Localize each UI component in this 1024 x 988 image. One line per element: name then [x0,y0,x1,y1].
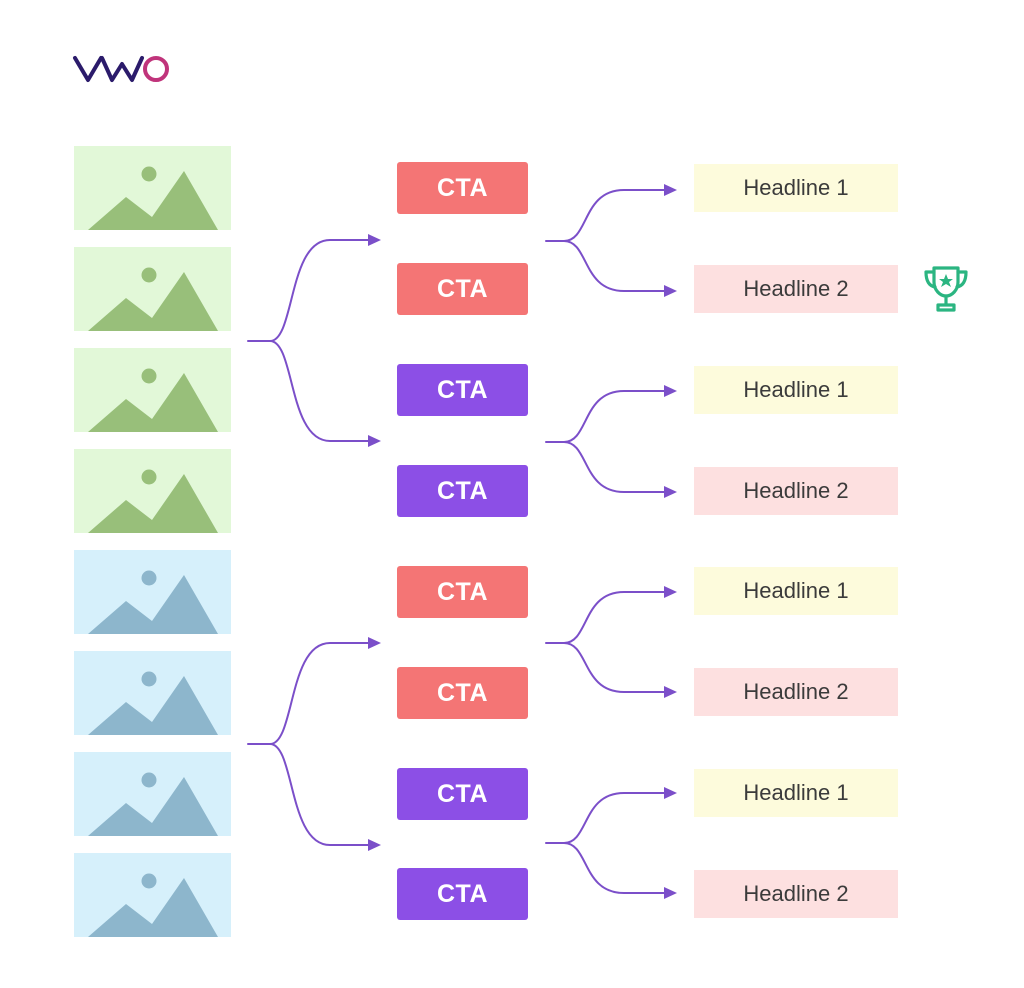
cta-button[interactable]: CTA [397,868,528,920]
connector-cta-to-headline [545,390,666,443]
connector-cta-to-headline [545,591,666,644]
arrow-head [664,486,677,498]
cta-button[interactable]: CTA [397,768,528,820]
cta-button[interactable]: CTA [397,162,528,214]
headline-box: Headline 1 [694,366,898,414]
arrow-head [664,285,677,297]
arrow-head [664,787,677,799]
connector-image-to-cta [269,743,370,846]
connector-cta-to-headline [563,642,666,693]
image-placeholder [74,853,231,937]
cta-button[interactable]: CTA [397,566,528,618]
arrow-head [368,435,381,447]
arrow-head [664,385,677,397]
cta-button[interactable]: CTA [397,667,528,719]
arrow-head [664,686,677,698]
headline-box: Headline 1 [694,567,898,615]
image-placeholder [74,550,231,634]
connector-cta-to-headline [563,240,666,292]
arrow-head [368,839,381,851]
image-placeholder [74,449,231,533]
image-placeholder [74,651,231,735]
connector-cta-to-headline [545,792,666,844]
headline-box: Headline 2 [694,870,898,918]
image-placeholder [74,752,231,836]
arrow-head [664,887,677,899]
headline-box: Headline 2 [694,467,898,515]
headline-box: Headline 2 [694,265,898,313]
headline-box: Headline 2 [694,668,898,716]
image-placeholder [74,146,231,230]
connector-cta-to-headline [563,441,666,493]
arrow-head [368,637,381,649]
headline-box: Headline 1 [694,769,898,817]
connector-cta-to-headline [545,189,666,242]
cta-button[interactable]: CTA [397,364,528,416]
arrow-head [368,234,381,246]
vwo-logo [72,50,172,86]
connector-image-to-cta [269,340,370,442]
arrow-head [664,184,677,196]
image-placeholder [74,247,231,331]
connector-image-to-cta [247,239,370,342]
image-placeholder [74,348,231,432]
connector-image-to-cta [247,642,370,745]
arrow-head [664,586,677,598]
connector-cta-to-headline [563,842,666,894]
trophy-icon [918,262,974,318]
cta-button[interactable]: CTA [397,263,528,315]
headline-box: Headline 1 [694,164,898,212]
cta-button[interactable]: CTA [397,465,528,517]
